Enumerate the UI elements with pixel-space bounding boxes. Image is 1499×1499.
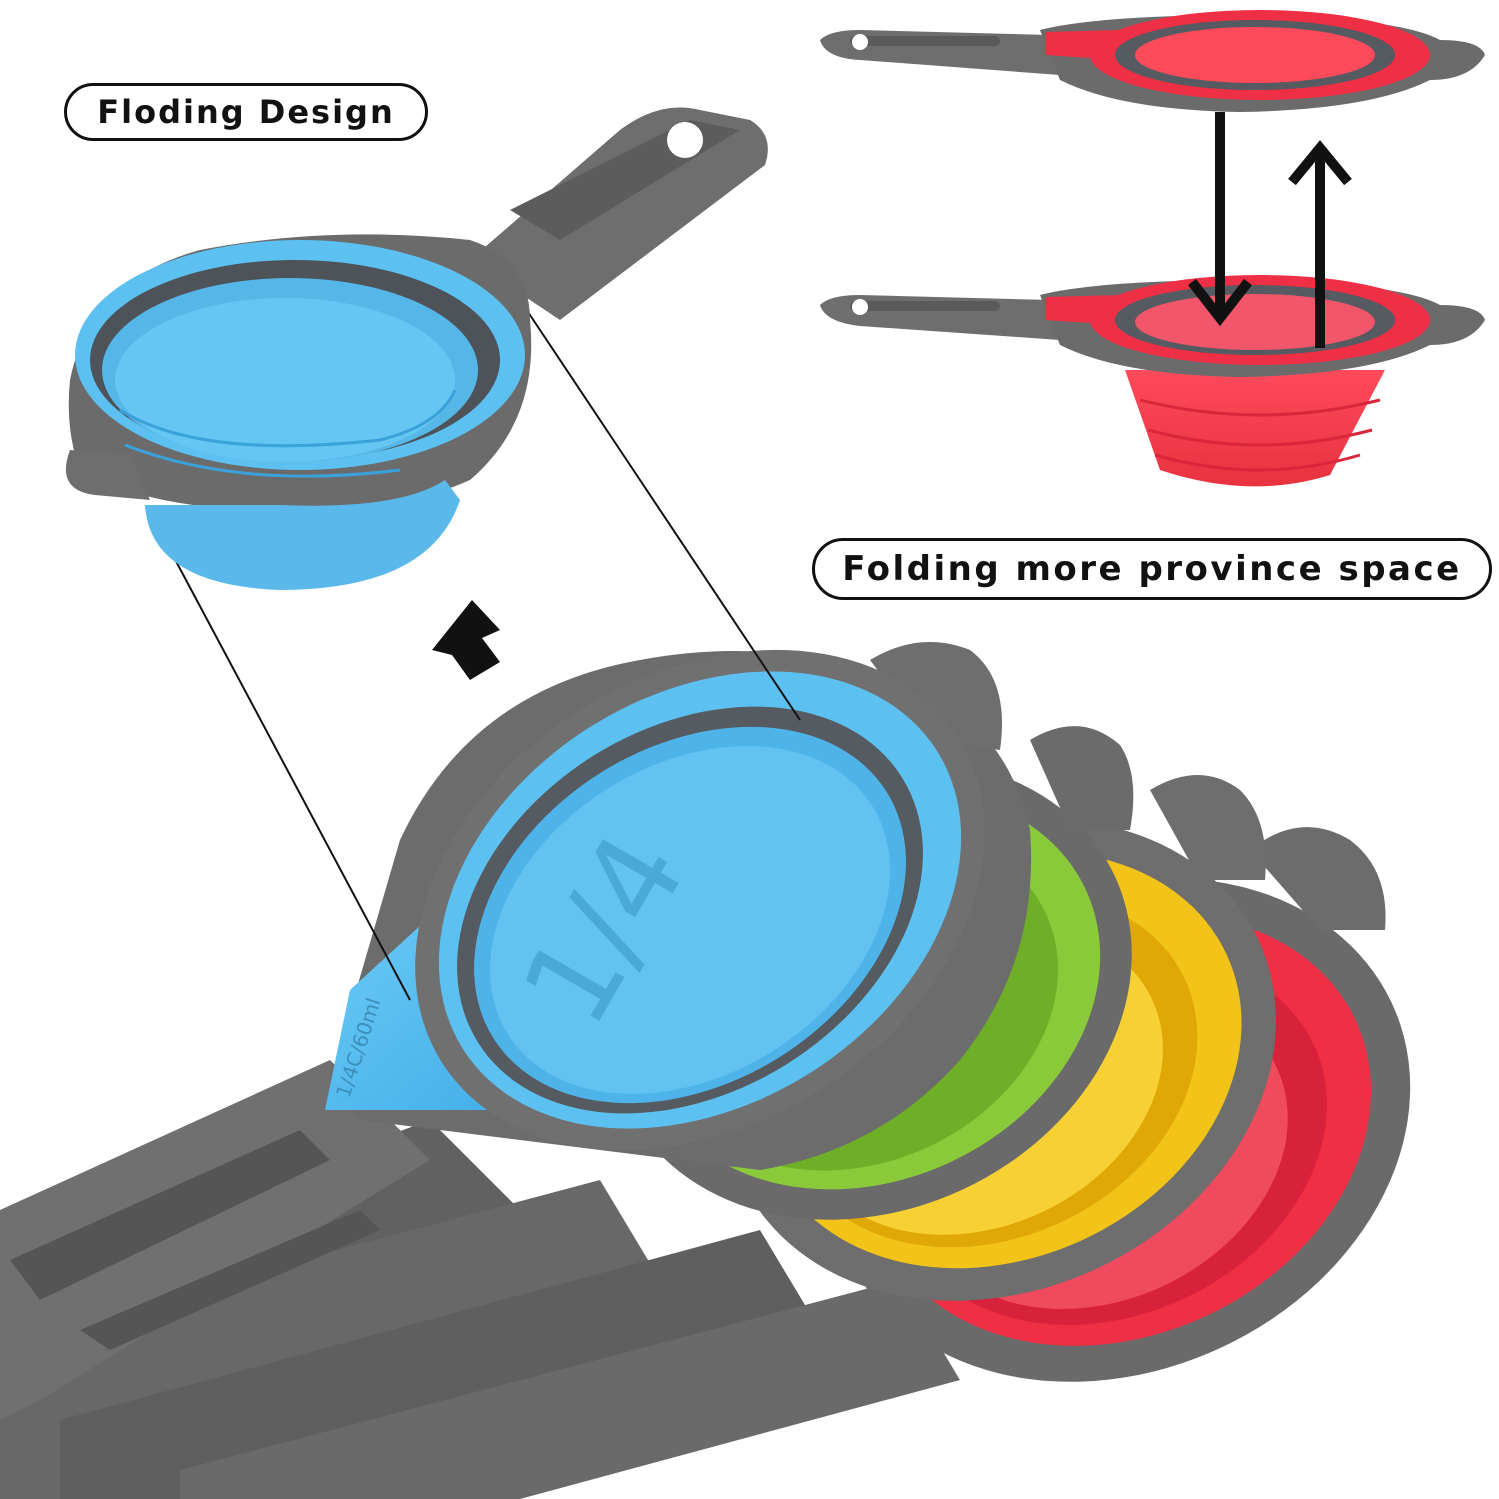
- guide-lines: [169, 299, 801, 1001]
- down-arrow-icon: [1188, 112, 1252, 327]
- red-cup-collapsed: [820, 10, 1485, 112]
- space-saving-label: Folding more province space: [812, 538, 1492, 600]
- blue-cup-front: 1/4 1/4C/60ml: [325, 642, 1032, 1170]
- space-saving-text: Folding more province space: [842, 549, 1462, 589]
- fold-unfold-arrows: [1188, 112, 1352, 348]
- blue-cup-expanded: [65, 107, 768, 590]
- up-arrow-icon: [432, 600, 500, 680]
- up-arrow-right-icon: [1288, 140, 1352, 348]
- folding-design-text: Floding Design: [97, 93, 395, 131]
- folding-design-label: Floding Design: [64, 83, 428, 141]
- stacked-handles: [0, 1060, 960, 1499]
- red-cup-expanded: [820, 275, 1485, 487]
- stacked-cups: 1/4 1/4C/60ml: [0, 642, 1411, 1499]
